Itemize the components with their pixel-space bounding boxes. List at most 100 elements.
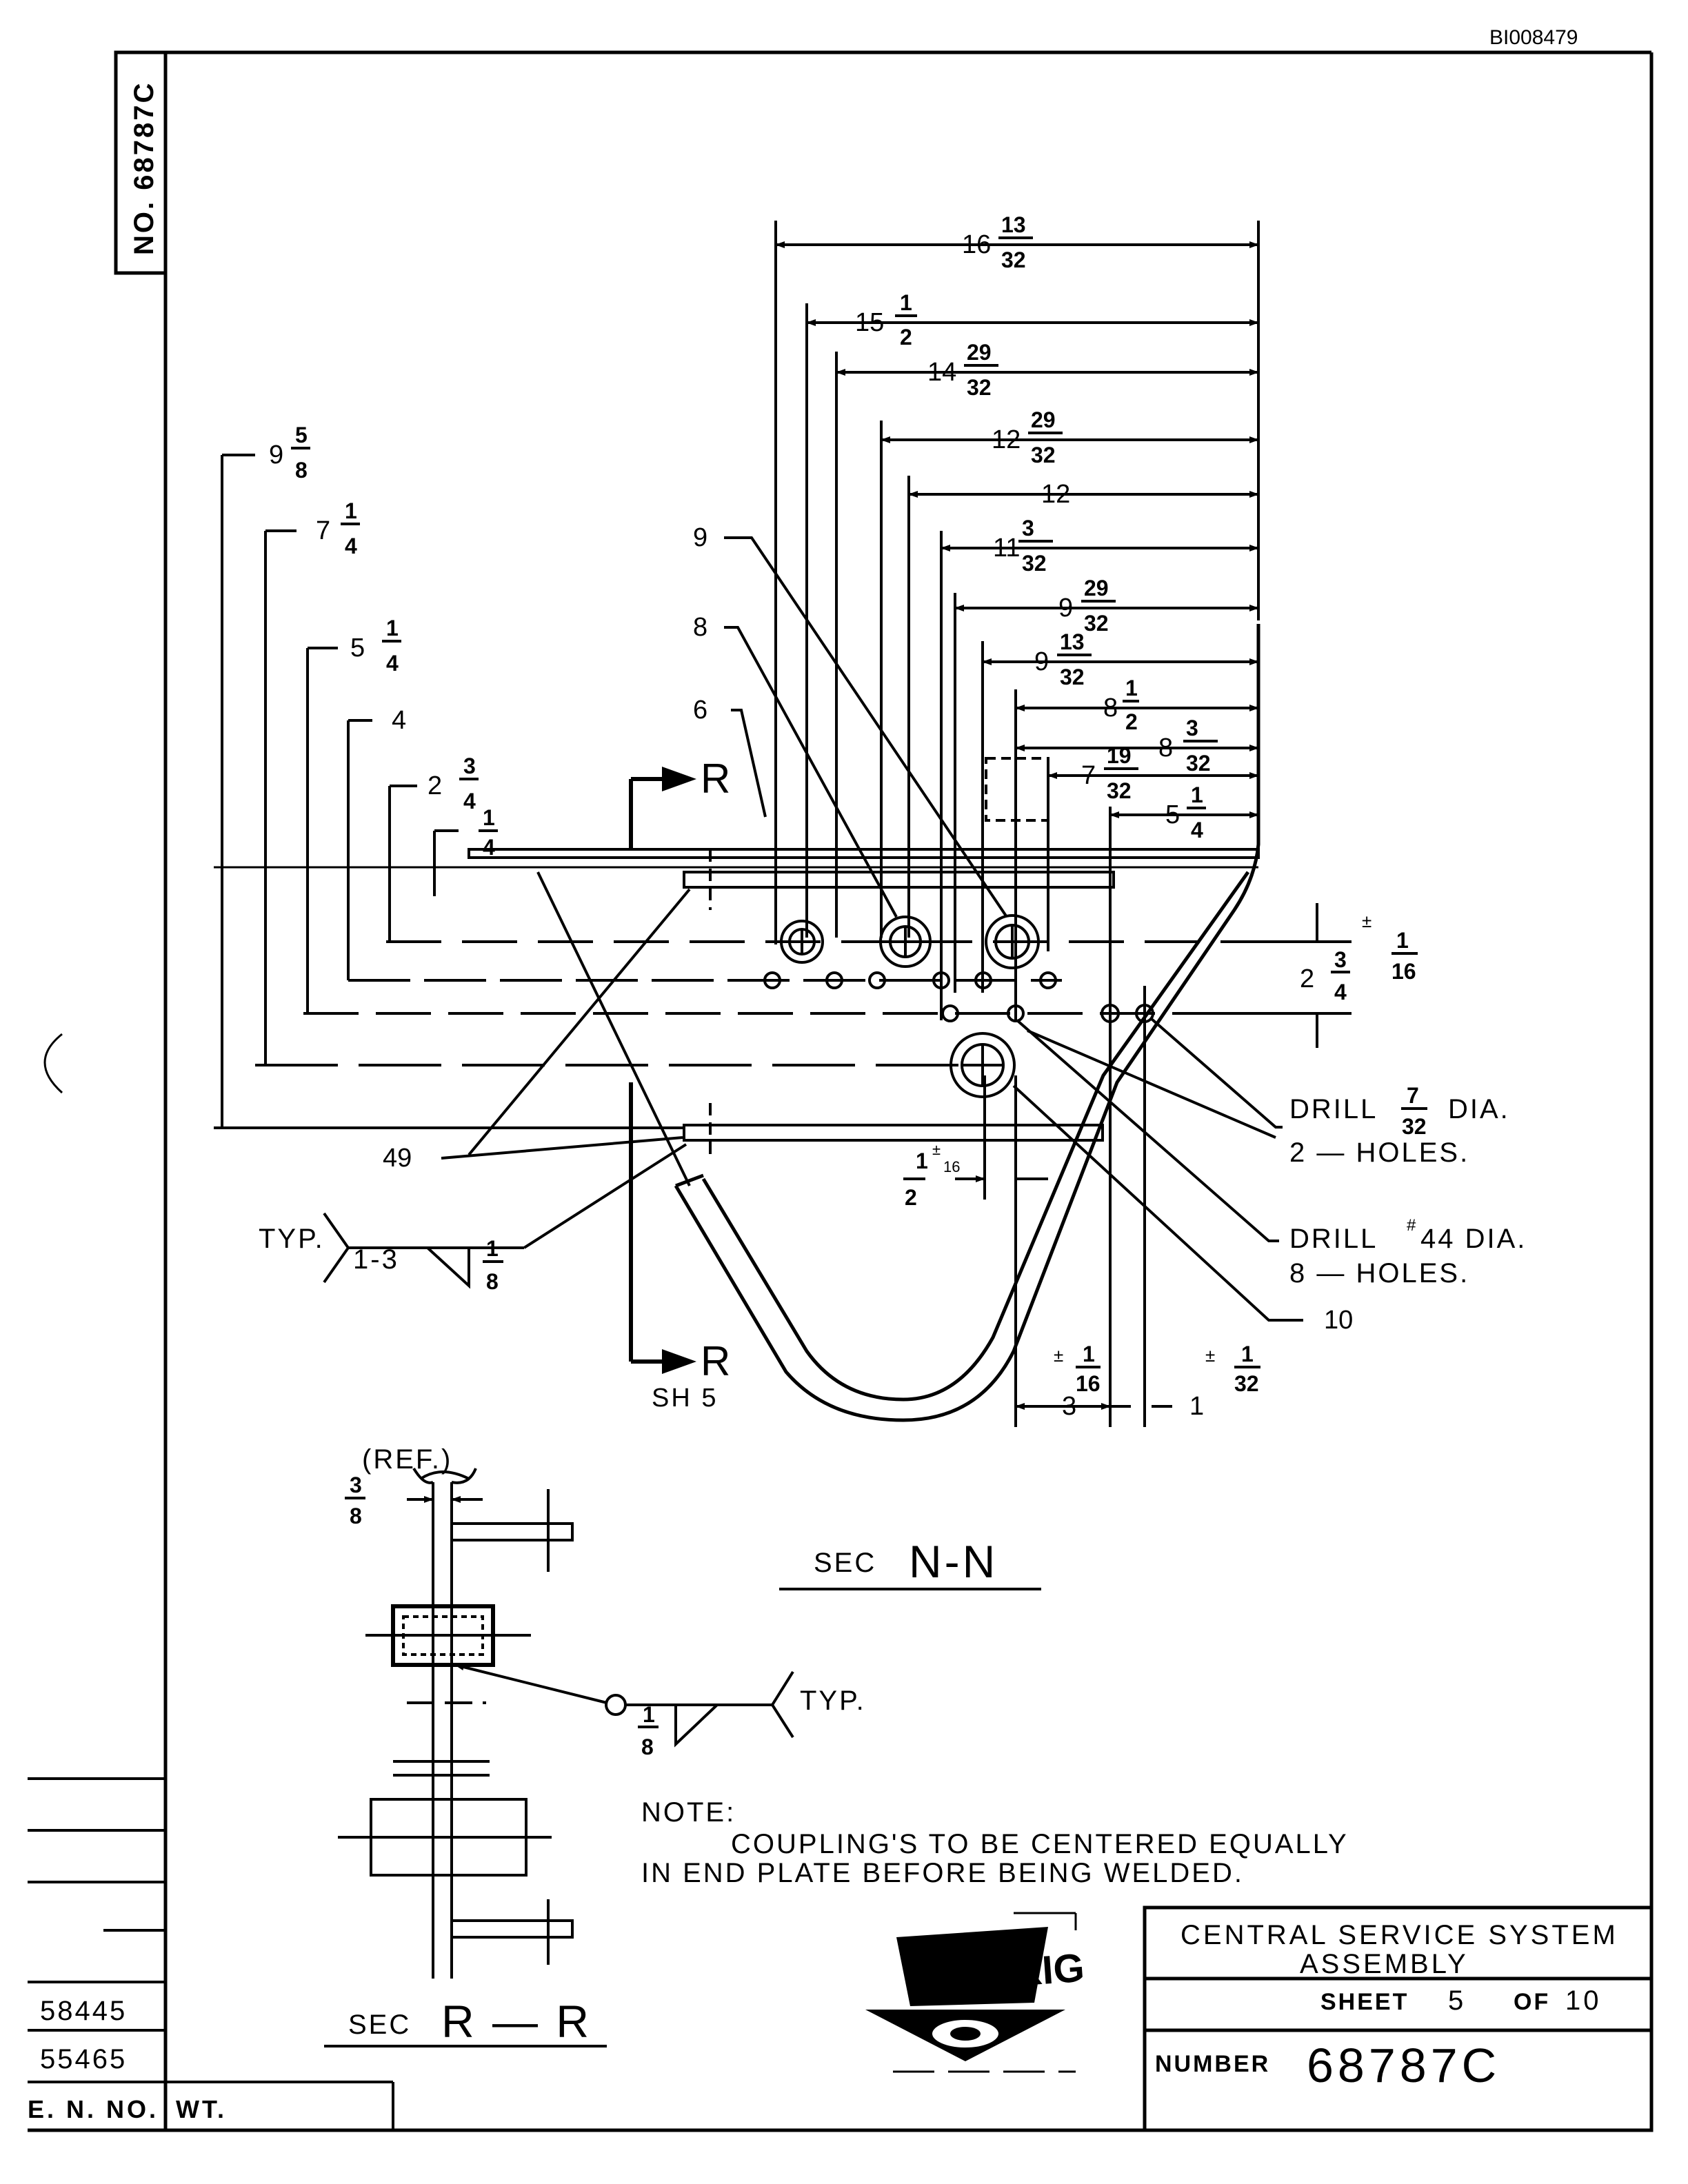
title-line-1: CENTRAL SERVICE SYSTEM bbox=[1180, 1920, 1618, 1950]
svg-text:SEC: SEC bbox=[814, 1548, 876, 1578]
svg-text:1: 1 bbox=[1083, 1342, 1095, 1366]
svg-text:(REF.): (REF.) bbox=[362, 1444, 452, 1475]
svg-text:2: 2 bbox=[1125, 709, 1138, 734]
svg-text:32: 32 bbox=[1060, 665, 1085, 689]
dim-2-3-4-tolerance: 2 3 4 ± 1 16 bbox=[1300, 911, 1418, 1004]
svg-text:1: 1 bbox=[643, 1702, 655, 1727]
svg-text:4: 4 bbox=[483, 835, 495, 860]
section-rr-labels: (REF.) 3 8 1 8 TYP. SEC R — R bbox=[345, 1444, 864, 2047]
svg-text:N-N: N-N bbox=[909, 1536, 998, 1587]
svg-text:R: R bbox=[701, 1338, 730, 1384]
svg-text:15: 15 bbox=[855, 308, 884, 337]
assembly-note: NOTE: COUPLING'S TO BE CENTERED EQUALLY … bbox=[641, 1797, 1347, 1888]
revision-row-2: 55465 bbox=[40, 2044, 127, 2074]
svg-text:8: 8 bbox=[295, 458, 308, 483]
svg-text:8: 8 bbox=[350, 1504, 362, 1528]
svg-text:SEC: SEC bbox=[348, 2010, 411, 2040]
svg-text:9: 9 bbox=[1034, 647, 1049, 676]
svg-text:8 — HOLES.: 8 — HOLES. bbox=[1289, 1258, 1469, 1288]
svg-text:#: # bbox=[1407, 1216, 1416, 1235]
revision-row-1: 58445 bbox=[40, 1996, 127, 2026]
callout-9: 9 bbox=[693, 523, 707, 552]
svg-text:3: 3 bbox=[1334, 947, 1347, 972]
coupling-large-mid bbox=[879, 916, 932, 968]
svg-text:4: 4 bbox=[1334, 980, 1347, 1004]
svg-text:19: 19 bbox=[1107, 743, 1132, 768]
section-nn-view bbox=[214, 221, 1352, 1427]
svg-text:16: 16 bbox=[943, 1158, 960, 1175]
svg-text:5: 5 bbox=[295, 423, 308, 447]
svg-text:1: 1 bbox=[1241, 1342, 1254, 1366]
svg-text:29: 29 bbox=[1084, 576, 1109, 600]
svg-text:±: ± bbox=[1362, 911, 1372, 931]
svg-text:16: 16 bbox=[962, 230, 991, 259]
svg-text:13: 13 bbox=[1060, 629, 1085, 654]
sec-nn-left-dimensions: 9 5 8 7 1 4 5 1 4 4 2 3 4 1 4 bbox=[269, 423, 498, 860]
svg-text:8: 8 bbox=[486, 1269, 499, 1294]
weight-column-header: WT. bbox=[176, 2095, 227, 2123]
svg-text:1: 1 bbox=[1396, 928, 1409, 953]
svg-text:29: 29 bbox=[1031, 407, 1056, 432]
drawing-number-tab-text: NO. 68787C bbox=[129, 81, 159, 255]
svg-text:3: 3 bbox=[463, 754, 476, 778]
svg-text:1: 1 bbox=[483, 805, 495, 830]
svg-text:1: 1 bbox=[486, 1236, 499, 1261]
svg-text:12: 12 bbox=[992, 425, 1021, 454]
number-label: NUMBER bbox=[1155, 2051, 1270, 2077]
svg-text:8: 8 bbox=[1158, 734, 1173, 762]
svg-text:44 DIA.: 44 DIA. bbox=[1420, 1224, 1527, 1254]
callout-10: 10 bbox=[1324, 1306, 1353, 1335]
svg-text:DIA.: DIA. bbox=[1448, 1094, 1510, 1124]
callout-8: 8 bbox=[693, 613, 707, 642]
dim-3-bottom: 3 ± 1 16 bbox=[1054, 1342, 1101, 1421]
svg-text:3: 3 bbox=[350, 1473, 362, 1497]
dim-1-half: 1 ± 16 2 bbox=[903, 1141, 960, 1210]
svg-text:4: 4 bbox=[345, 534, 357, 558]
svg-text:9: 9 bbox=[1058, 594, 1073, 623]
svg-text:4: 4 bbox=[386, 651, 399, 676]
ecn-column-header: E. N. NO. bbox=[28, 2095, 159, 2123]
svg-text:2 — HOLES.: 2 — HOLES. bbox=[1289, 1138, 1469, 1168]
svg-text:1: 1 bbox=[345, 498, 357, 523]
svg-text:29: 29 bbox=[967, 340, 992, 365]
svg-text:5: 5 bbox=[350, 634, 365, 663]
sheet-total: 10 bbox=[1565, 1985, 1602, 2016]
svg-text:12: 12 bbox=[1041, 480, 1070, 509]
svg-text:8: 8 bbox=[641, 1735, 654, 1759]
note-title: NOTE: bbox=[641, 1797, 736, 1828]
svg-text:1: 1 bbox=[1125, 676, 1138, 700]
svg-text:13: 13 bbox=[1001, 212, 1026, 237]
svg-text:32: 32 bbox=[1022, 551, 1047, 576]
svg-text:11: 11 bbox=[993, 534, 1020, 563]
title-line-2: ASSEMBLY bbox=[1300, 1949, 1469, 1979]
callout-49: 49 bbox=[383, 1144, 412, 1173]
coupling-large-right bbox=[985, 914, 1040, 969]
section-mark-r-top: R bbox=[662, 756, 730, 802]
svg-text:DRILL: DRILL bbox=[1289, 1224, 1378, 1254]
svg-text:1: 1 bbox=[1189, 1392, 1204, 1421]
title-block bbox=[1143, 1905, 1654, 2132]
svg-text:±: ± bbox=[1205, 1345, 1215, 1366]
svg-text:5: 5 bbox=[1165, 800, 1180, 829]
svg-text:R — R: R — R bbox=[441, 1996, 592, 2047]
unit-rig-logo: UNIT RIG bbox=[865, 1912, 1086, 2073]
svg-text:R: R bbox=[701, 756, 730, 802]
sheet-label: SHEET bbox=[1320, 1989, 1409, 2015]
svg-text:16: 16 bbox=[1391, 959, 1416, 984]
svg-text:3: 3 bbox=[1022, 516, 1034, 540]
svg-text:1: 1 bbox=[1191, 782, 1203, 807]
svg-text:32: 32 bbox=[1234, 1371, 1259, 1396]
svg-text:1: 1 bbox=[386, 616, 399, 640]
svg-text:2: 2 bbox=[900, 325, 912, 350]
svg-text:7: 7 bbox=[1081, 761, 1096, 790]
svg-text:7: 7 bbox=[316, 516, 330, 545]
svg-text:14: 14 bbox=[927, 358, 956, 387]
drill-44-holes bbox=[763, 971, 1057, 1022]
svg-text:3: 3 bbox=[1062, 1392, 1076, 1421]
sec-nn-callouts: 9 8 6 49 10 bbox=[383, 523, 1353, 1335]
section-mark-r-bottom: R SH 5 bbox=[652, 1338, 730, 1413]
section-sheet-ref: SH 5 bbox=[652, 1384, 718, 1413]
document-id: BI008479 bbox=[1489, 26, 1578, 49]
drill-note-44: DRILL # 44 DIA. 8 — HOLES. bbox=[1289, 1216, 1527, 1288]
